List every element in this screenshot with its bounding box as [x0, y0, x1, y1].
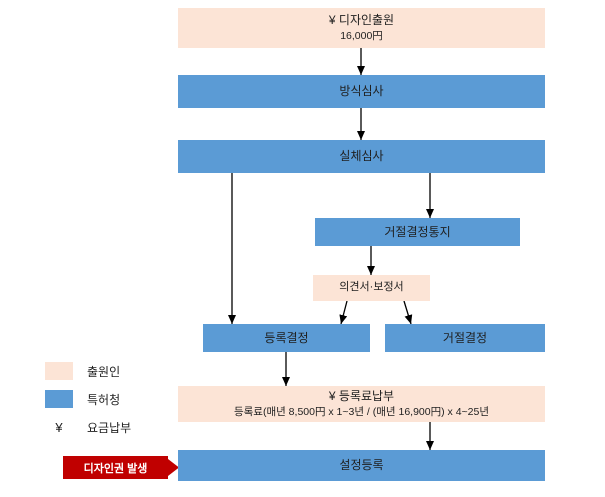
opinion-amendment-box: 의견서·보정서: [313, 275, 430, 301]
legend-row-applicant: 출원인: [45, 362, 131, 380]
rejection-decision-box: 거절결정: [385, 324, 545, 352]
opinion-amendment-label: 의견서·보정서: [339, 281, 404, 294]
office-color-swatch: [45, 390, 73, 408]
arrow-opinion-to-registration-decision: [339, 300, 348, 325]
fee-legend-label: 요금납부: [87, 420, 132, 435]
registration-decision-label: 등록결정: [264, 330, 309, 345]
application-fee: 16,000円: [340, 29, 383, 42]
applicant-color-swatch: [45, 362, 73, 380]
establishment-registration-box: 설정등록: [178, 450, 545, 481]
registration-fee-detail: 등록료(매년 8,500円 x 1~3년 / (매년 16,900円) x 4~…: [233, 405, 490, 418]
application-box: ¥ 디자인출원 16,000円: [178, 8, 545, 48]
rejection-notice-box: 거절결정통지: [315, 218, 520, 246]
formality-exam-box: 방식심사: [178, 75, 545, 108]
legend: 출원인 특허청 ¥ 요금납부: [45, 362, 131, 446]
registration-fee-box: ¥ 등록료납부 등록료(매년 8,500円 x 1~3년 / (매년 16,90…: [178, 386, 545, 422]
applicant-legend-label: 출원인: [87, 364, 121, 379]
registration-decision-box: 등록결정: [203, 324, 370, 352]
substantive-exam-box: 실체심사: [178, 140, 545, 173]
application-title: ¥ 디자인출원: [328, 12, 395, 27]
rejection-notice-label: 거절결정통지: [384, 224, 451, 239]
design-right-badge: 디자인권 발생: [63, 456, 168, 479]
registration-fee-title: ¥ 등록료납부: [328, 388, 395, 403]
legend-row-fee: ¥ 요금납부: [45, 418, 131, 436]
design-right-badge-label: 디자인권 발생: [83, 462, 148, 475]
legend-row-office: 특허청: [45, 390, 131, 408]
formality-exam-label: 방식심사: [339, 84, 384, 98]
substantive-exam-label: 실체심사: [339, 149, 384, 163]
yen-symbol: ¥: [55, 419, 63, 435]
arrow-opinion-to-rejection-decision: [403, 300, 413, 325]
rejection-decision-label: 거절결정: [442, 330, 488, 345]
office-legend-label: 특허청: [87, 392, 121, 407]
establishment-registration-label: 설정등록: [339, 458, 384, 472]
